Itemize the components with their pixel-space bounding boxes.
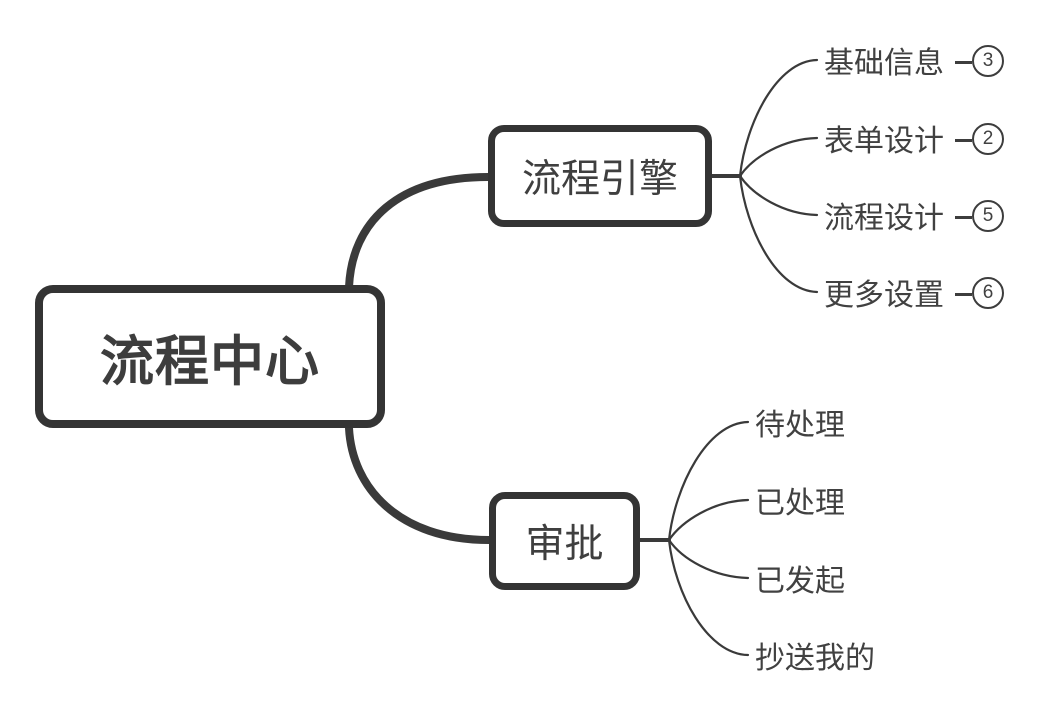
edge-root-to-engine bbox=[345, 173, 492, 291]
badge-dash bbox=[955, 292, 972, 296]
leaf-node-initiated[interactable]: 已发起 bbox=[755, 557, 845, 599]
root-node-label: 流程中心 bbox=[100, 332, 320, 392]
edge-approval-child-3 bbox=[667, 538, 750, 657]
edge-engine-child-2 bbox=[738, 174, 819, 217]
leaf-node-form-design[interactable]: 表单设计 2 bbox=[824, 117, 1004, 159]
leaf-node-basic-info[interactable]: 基础信息 3 bbox=[824, 39, 1004, 81]
branch-node-process-engine[interactable]: 流程引擎 bbox=[488, 125, 712, 227]
branch-node-approval[interactable]: 审批 bbox=[489, 492, 640, 590]
leaf-node-process-design[interactable]: 流程设计 5 bbox=[824, 194, 1004, 236]
edge-engine-child-1 bbox=[738, 136, 819, 178]
leaf-node-processed[interactable]: 已处理 bbox=[755, 479, 845, 521]
badge-count[interactable]: 6 bbox=[972, 277, 1004, 309]
badge-count[interactable]: 3 bbox=[972, 45, 1004, 77]
leaf-label: 表单设计 bbox=[824, 125, 944, 158]
badge-dash bbox=[955, 138, 972, 142]
leaf-label: 更多设置 bbox=[824, 279, 944, 312]
badge-dash bbox=[955, 60, 972, 64]
leaf-label: 流程设计 bbox=[824, 202, 944, 235]
edge-approval-child-1 bbox=[667, 498, 750, 542]
edge-engine-child-0 bbox=[738, 58, 819, 178]
edge-root-to-approval bbox=[345, 424, 493, 544]
edge-approval-child-2 bbox=[667, 538, 750, 580]
leaf-label: 已处理 bbox=[755, 487, 845, 520]
badge-dash bbox=[955, 215, 972, 219]
badge-count[interactable]: 5 bbox=[972, 200, 1004, 232]
leaf-label: 已发起 bbox=[755, 565, 845, 598]
branch-node-label: 审批 bbox=[525, 523, 604, 566]
root-node[interactable]: 流程中心 bbox=[35, 285, 385, 428]
leaf-label: 基础信息 bbox=[824, 47, 944, 80]
edge-approval-child-0 bbox=[667, 420, 750, 542]
branch-node-label: 流程引擎 bbox=[521, 158, 678, 201]
leaf-node-cc-to-me[interactable]: 抄送我的 bbox=[755, 634, 875, 676]
edge-engine-child-3 bbox=[738, 174, 819, 294]
leaf-label: 抄送我的 bbox=[755, 642, 875, 675]
badge-count[interactable]: 2 bbox=[972, 123, 1004, 155]
leaf-node-more-settings[interactable]: 更多设置 6 bbox=[824, 271, 1004, 313]
leaf-label: 待处理 bbox=[755, 409, 845, 442]
leaf-node-pending[interactable]: 待处理 bbox=[755, 401, 845, 443]
